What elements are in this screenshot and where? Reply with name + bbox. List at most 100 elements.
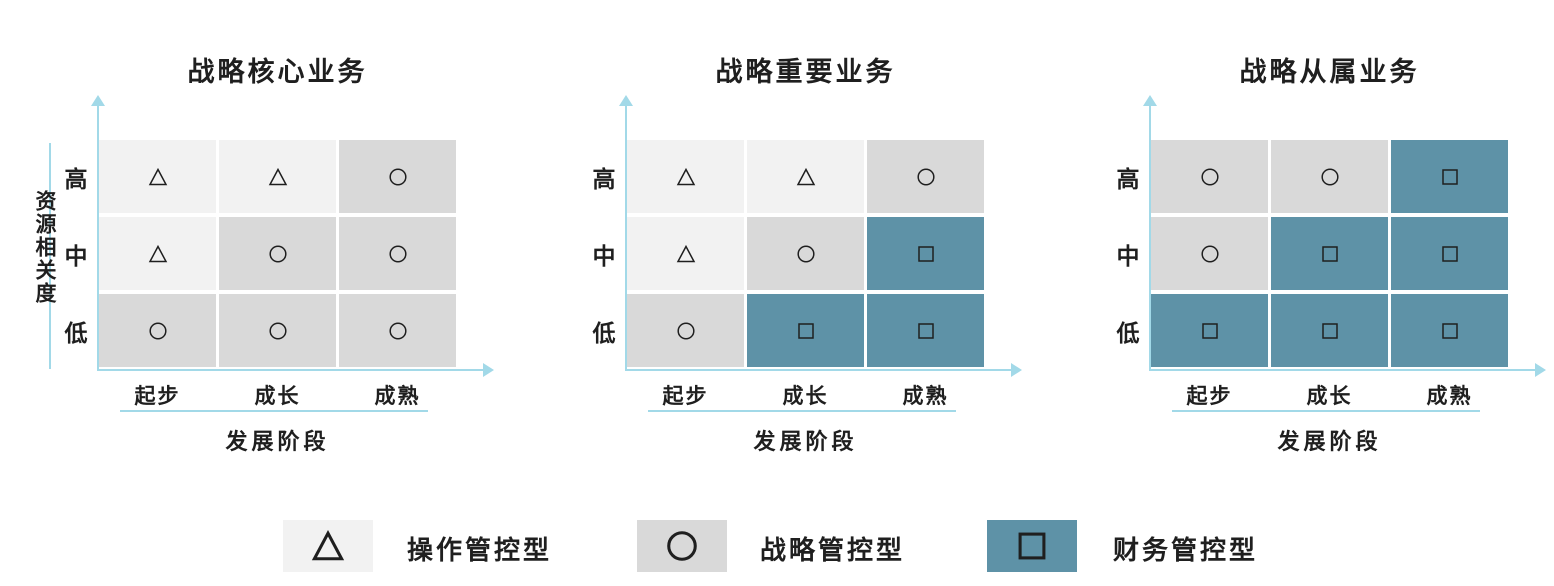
matrix-grid: [1151, 140, 1508, 367]
row-label-low: 低: [1116, 320, 1140, 346]
chart-title: 战略核心业务: [187, 57, 368, 87]
circle-icon: [388, 321, 407, 340]
matrix-cell-r2c1: [1151, 217, 1268, 290]
x-axis-arrow-icon: [483, 363, 494, 377]
circle-icon: [148, 321, 167, 340]
matrix-cell-r1c1: [627, 140, 744, 213]
row-label-low: 低: [592, 320, 616, 346]
tick-mature: 成熟: [374, 384, 421, 408]
row-label-mid: 中: [64, 243, 88, 269]
triangle-icon: [676, 244, 695, 262]
tick-underline: [1172, 410, 1480, 412]
square-icon: [917, 322, 934, 339]
matrix-cell-r3c1: [1151, 294, 1268, 367]
y-axis-arrow-icon: [91, 95, 105, 106]
square-icon: [797, 322, 814, 339]
matrix-cell-r3c2: [747, 294, 864, 367]
matrix-cell-r2c2: [747, 217, 864, 290]
row-label-high: 高: [592, 166, 616, 192]
row-label-low: 低: [64, 320, 88, 346]
matrix-cell-r3c3: [339, 294, 456, 367]
square-icon: [1321, 322, 1338, 339]
y-axis-line: [1149, 104, 1151, 371]
matrix-cell-r2c2: [219, 217, 336, 290]
circle-icon: [667, 531, 697, 561]
y-axis-line: [625, 104, 627, 371]
y-axis-line: [97, 104, 99, 371]
matrix-cell-r1c2: [219, 140, 336, 213]
matrix-cell-r1c3: [1391, 140, 1508, 213]
tick-growth: 成长: [1306, 384, 1353, 408]
tick-growth: 成长: [782, 384, 829, 408]
circle-icon: [1200, 244, 1219, 263]
chart-strategic-core: 战略核心业务 资源相关度 高 中 低 起步 成长 成熟 发展阶段: [30, 0, 530, 470]
circle-icon: [388, 167, 407, 186]
matrix-cell-r1c2: [747, 140, 864, 213]
circle-icon: [388, 244, 407, 263]
x-axis-title: 发展阶段: [1277, 429, 1382, 454]
triangle-icon: [311, 529, 345, 561]
triangle-icon: [268, 167, 287, 185]
matrix-cell-r3c1: [99, 294, 216, 367]
tick-mature: 成熟: [902, 384, 949, 408]
row-labels: 高 中 低: [590, 140, 618, 371]
x-axis-title: 发展阶段: [753, 429, 858, 454]
matrix-cell-r1c1: [99, 140, 216, 213]
x-axis-line: [98, 369, 485, 371]
tick-growth: 成长: [254, 384, 301, 408]
square-icon: [1441, 168, 1458, 185]
circle-icon: [796, 244, 815, 263]
tick-start: 起步: [1186, 384, 1233, 408]
circle-icon: [676, 321, 695, 340]
matrix-cell-r2c1: [627, 217, 744, 290]
row-label-mid: 中: [1116, 243, 1140, 269]
chart-title: 战略重要业务: [715, 57, 896, 87]
legend-box-operational: [283, 520, 373, 572]
triangle-icon: [148, 244, 167, 262]
circle-icon: [1320, 167, 1339, 186]
row-labels: 高 中 低: [1114, 140, 1142, 371]
chart-strategic-subordinate: 战略从属业务 高 中 低 起步 成长 成熟 发展阶段: [1082, 0, 1554, 470]
legend-box-financial: [987, 520, 1077, 572]
chart-strategic-important: 战略重要业务 高 中 低 起步 成长 成熟 发展阶段: [558, 0, 1058, 470]
square-icon: [1201, 322, 1218, 339]
matrix-grid: [627, 140, 984, 367]
chart-title: 战略从属业务: [1239, 57, 1420, 87]
circle-icon: [1200, 167, 1219, 186]
matrix-cell-r2c3: [1391, 217, 1508, 290]
legend-label-financial: 财务管控型: [1113, 536, 1259, 565]
x-tick-labels: 起步 成长 成熟: [99, 380, 456, 410]
matrix-cell-r2c3: [339, 217, 456, 290]
square-icon: [917, 245, 934, 262]
triangle-icon: [676, 167, 695, 185]
x-axis-arrow-icon: [1011, 363, 1022, 377]
legend-label-strategic: 战略管控型: [760, 536, 906, 565]
tick-underline: [648, 410, 956, 412]
matrix-cell-r1c1: [1151, 140, 1268, 213]
matrix-cell-r1c3: [867, 140, 984, 213]
circle-icon: [268, 321, 287, 340]
tick-start: 起步: [134, 384, 181, 408]
matrix-cell-r1c2: [1271, 140, 1388, 213]
matrix-cell-r2c2: [1271, 217, 1388, 290]
circle-icon: [268, 244, 287, 263]
row-label-high: 高: [64, 166, 88, 192]
tick-mature: 成熟: [1426, 384, 1473, 408]
matrix-cell-r1c3: [339, 140, 456, 213]
y-axis-arrow-icon: [619, 95, 633, 106]
row-label-mid: 中: [592, 243, 616, 269]
y-axis-title: 资源相关度: [33, 190, 57, 305]
legend-box-strategic: [637, 520, 727, 572]
matrix-cell-r3c3: [867, 294, 984, 367]
triangle-icon: [148, 167, 167, 185]
square-icon: [1018, 532, 1046, 560]
legend-label-operational: 操作管控型: [407, 536, 553, 565]
square-icon: [1441, 245, 1458, 262]
matrix-cell-r3c3: [1391, 294, 1508, 367]
x-axis-line: [626, 369, 1013, 371]
matrix-cell-r3c1: [627, 294, 744, 367]
square-icon: [1321, 245, 1338, 262]
matrix-cell-r2c1: [99, 217, 216, 290]
matrix-cell-r3c2: [1271, 294, 1388, 367]
